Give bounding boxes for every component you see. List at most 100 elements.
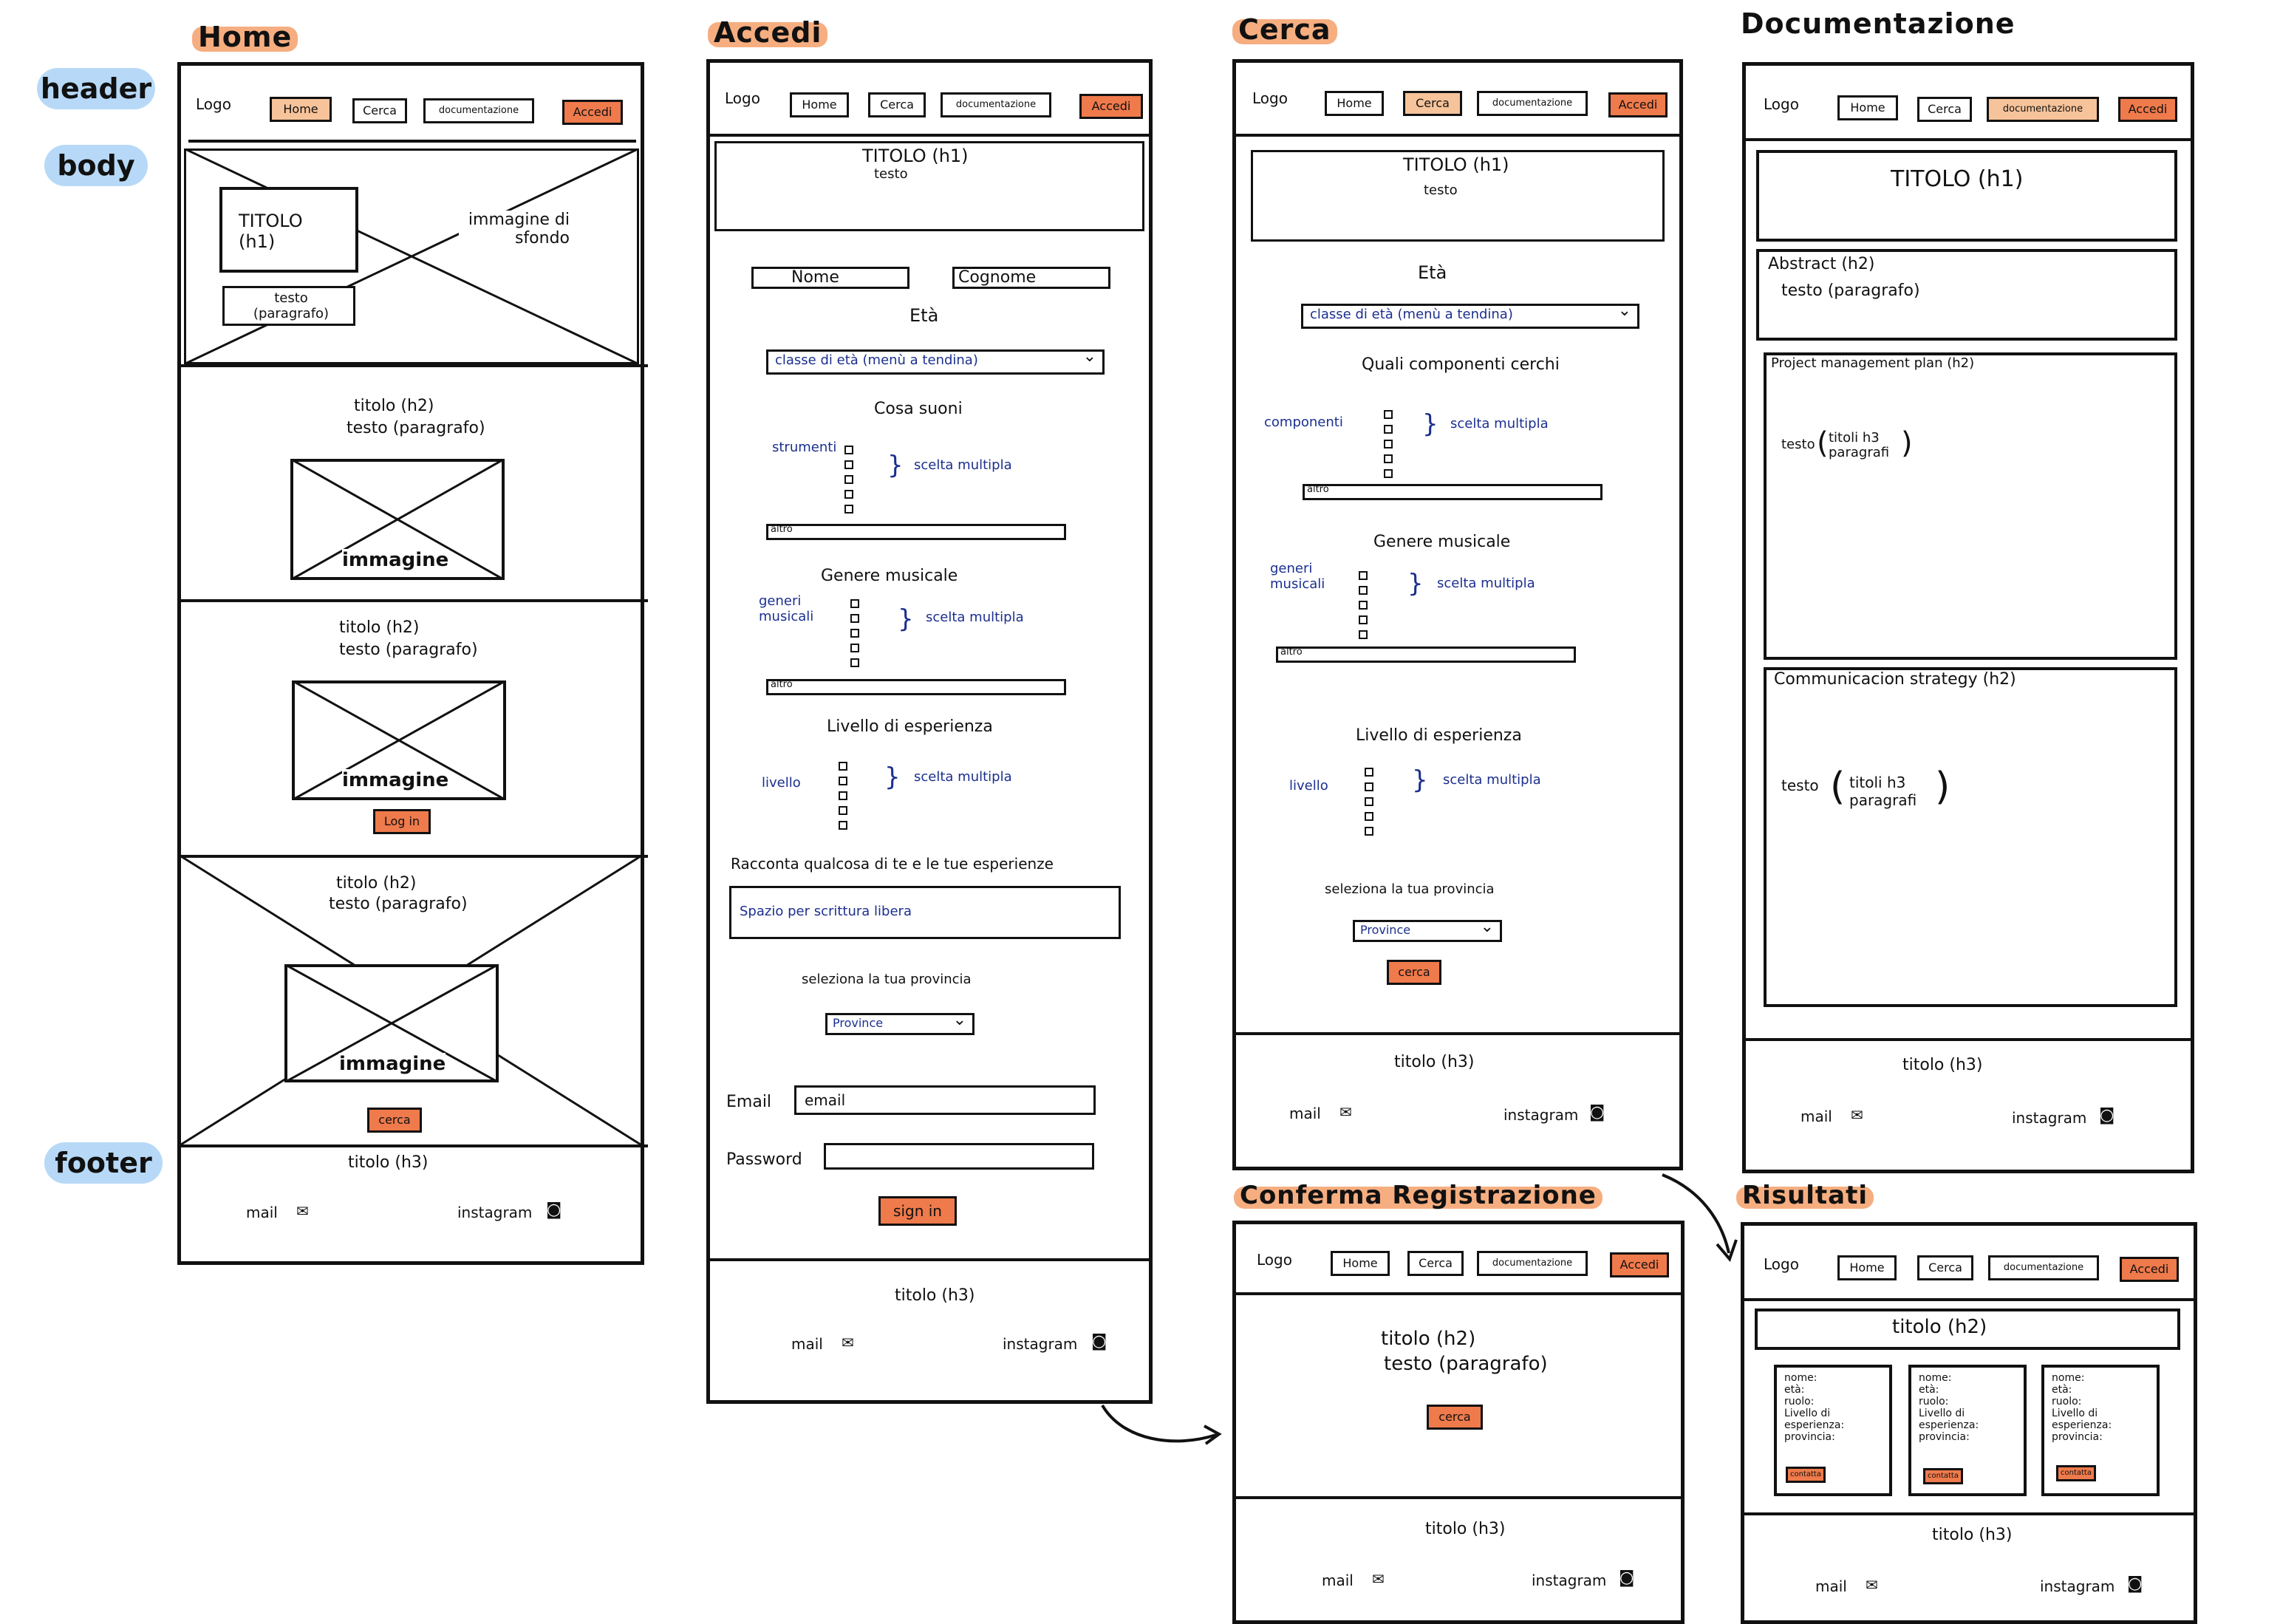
cerca-button[interactable]: cerca — [1387, 960, 1441, 985]
nome-field[interactable] — [751, 267, 909, 289]
arrow-accedi-to-conferma — [1101, 1404, 1222, 1445]
comm-title: Communicacion strategy (h2) — [1774, 670, 2016, 689]
contatta-button[interactable]: contatta — [1786, 1467, 1826, 1483]
nav-cerca[interactable]: Cerca — [1407, 1251, 1464, 1276]
comm-box — [1764, 667, 2177, 1007]
nav-accedi[interactable]: Accedi — [1079, 94, 1143, 119]
contatta-button[interactable]: contatta — [1923, 1468, 1963, 1484]
livello-title: Livello di esperienza — [1356, 726, 1522, 745]
s3-title: titolo (h2) — [336, 874, 417, 893]
footer-instagram[interactable]: instagram — [457, 1204, 533, 1221]
footer-title: titolo (h3) — [1425, 1520, 1506, 1538]
documentazione-wireframe: Logo Home Cerca documentazione Accedi TI… — [1742, 62, 2194, 1173]
footer-mail[interactable]: mail — [791, 1335, 823, 1353]
provincia-label: seleziona la tua provincia — [802, 972, 972, 987]
genere-label: Genere musicale — [1373, 533, 1511, 551]
nav-documentazione[interactable]: documentazione — [1987, 97, 2099, 122]
s2-login-button[interactable]: Log in — [373, 809, 431, 834]
nav-accedi[interactable]: Accedi — [1608, 92, 1668, 117]
nav-accedi[interactable]: Accedi — [1610, 1252, 1669, 1277]
nav-documentazione[interactable]: documentazione — [1988, 1255, 2099, 1280]
provincia-select-value: Province — [833, 1016, 884, 1030]
nav-home[interactable]: Home — [1325, 91, 1384, 116]
altro-field-1[interactable] — [1303, 484, 1603, 500]
logo: Logo — [1257, 1251, 1292, 1269]
footer-mail[interactable]: mail — [1289, 1105, 1321, 1122]
altro-label-1: altro — [771, 524, 793, 535]
nav-home[interactable]: Home — [270, 97, 332, 122]
s1-image — [290, 459, 505, 580]
s3-image-label: immagine — [339, 1053, 446, 1075]
spazio-textarea[interactable] — [729, 886, 1121, 939]
nav-home[interactable]: Home — [1837, 95, 1898, 120]
mail-icon: ✉ — [296, 1202, 309, 1220]
altro-field-2[interactable] — [766, 679, 1066, 695]
eta-select-value: classe di età (menù a tendina) — [775, 352, 978, 368]
footer-mail[interactable]: mail — [246, 1204, 278, 1221]
footer-mail[interactable]: mail — [1801, 1108, 1832, 1125]
eta-select[interactable] — [766, 347, 1105, 375]
hero-image-label: immagine di sfondo — [459, 211, 570, 248]
nav-documentazione[interactable]: documentazione — [1477, 91, 1588, 116]
nav-documentazione[interactable]: documentazione — [423, 98, 534, 123]
nav-cerca[interactable]: Cerca — [352, 98, 407, 123]
password-field[interactable] — [824, 1143, 1094, 1170]
nav-cerca[interactable]: Cerca — [1917, 1255, 1973, 1280]
livello-label: livello — [762, 775, 801, 791]
nav-documentazione[interactable]: documentazione — [941, 92, 1051, 117]
title-box — [1756, 150, 2177, 242]
genere-label: Genere musicale — [821, 567, 958, 585]
mail-icon: ✉ — [1851, 1106, 1863, 1124]
doc-title: TITOLO (h1) — [1891, 166, 2024, 192]
nome-label: Nome — [791, 268, 839, 287]
altro-field-1[interactable] — [766, 524, 1066, 540]
generi-label: generi musicali — [1270, 561, 1325, 592]
nav-documentazione[interactable]: documentazione — [1477, 1251, 1588, 1276]
footer-instagram[interactable]: instagram — [1003, 1335, 1078, 1353]
provincia-select[interactable] — [1353, 918, 1502, 942]
pmp-paren: titoli h3 paragrafi — [1829, 430, 1890, 460]
instagram-icon: ◙ — [2099, 1106, 2115, 1125]
nav-accedi[interactable]: Accedi — [2120, 1257, 2179, 1282]
nav-accedi[interactable]: Accedi — [2118, 97, 2177, 122]
footer-mail[interactable]: mail — [1322, 1572, 1354, 1589]
footer-instagram[interactable]: instagram — [2040, 1577, 2115, 1595]
email-field[interactable] — [794, 1085, 1096, 1115]
accedi-section-title: Accedi — [708, 16, 828, 49]
nav-cerca[interactable]: Cerca — [1917, 97, 1972, 122]
sign-in-button[interactable]: sign in — [878, 1196, 957, 1226]
footer-mail[interactable]: mail — [1815, 1577, 1847, 1595]
s1-image-label: immagine — [342, 549, 449, 571]
provincia-label: seleziona la tua provincia — [1325, 881, 1495, 897]
conferma-title: titolo (h2) — [1381, 1328, 1476, 1350]
comm-paren: titoli h3 paragrafi — [1849, 774, 1917, 809]
s3-cerca-button[interactable]: cerca — [367, 1108, 422, 1133]
provincia-select[interactable] — [825, 1011, 975, 1035]
componenti-title: Quali componenti cerchi — [1362, 355, 1560, 374]
nav-home[interactable]: Home — [1331, 1251, 1390, 1276]
eta-select[interactable] — [1301, 301, 1639, 329]
mail-icon: ✉ — [1866, 1576, 1878, 1594]
password-label: Password — [726, 1150, 802, 1169]
pmp-title: Project management plan (h2) — [1771, 355, 1975, 371]
footer-instagram[interactable]: instagram — [2012, 1109, 2087, 1127]
footer-instagram[interactable]: instagram — [1532, 1572, 1607, 1589]
altro-field-2[interactable] — [1276, 646, 1576, 663]
nav-home[interactable]: Home — [790, 92, 849, 117]
altro-label-1: altro — [1307, 484, 1329, 495]
comm-paren-close: ) — [1935, 765, 1950, 809]
eta-label: Età — [909, 305, 939, 326]
nav-accedi[interactable]: Accedi — [562, 100, 623, 125]
componenti-label: componenti — [1264, 414, 1343, 430]
contatta-button[interactable]: contatta — [2056, 1465, 2096, 1481]
accedi-title: TITOLO (h1) — [862, 146, 969, 166]
nav-cerca[interactable]: Cerca — [1403, 91, 1462, 116]
nav-cerca[interactable]: Cerca — [868, 92, 926, 117]
conferma-cerca-button[interactable]: cerca — [1427, 1405, 1483, 1430]
footer-instagram[interactable]: instagram — [1503, 1106, 1579, 1124]
cognome-field[interactable] — [952, 267, 1110, 289]
instagram-icon: ◙ — [1589, 1103, 1605, 1122]
mail-icon: ✉ — [842, 1334, 854, 1351]
mail-icon: ✉ — [1339, 1103, 1352, 1121]
nav-home[interactable]: Home — [1837, 1255, 1897, 1280]
